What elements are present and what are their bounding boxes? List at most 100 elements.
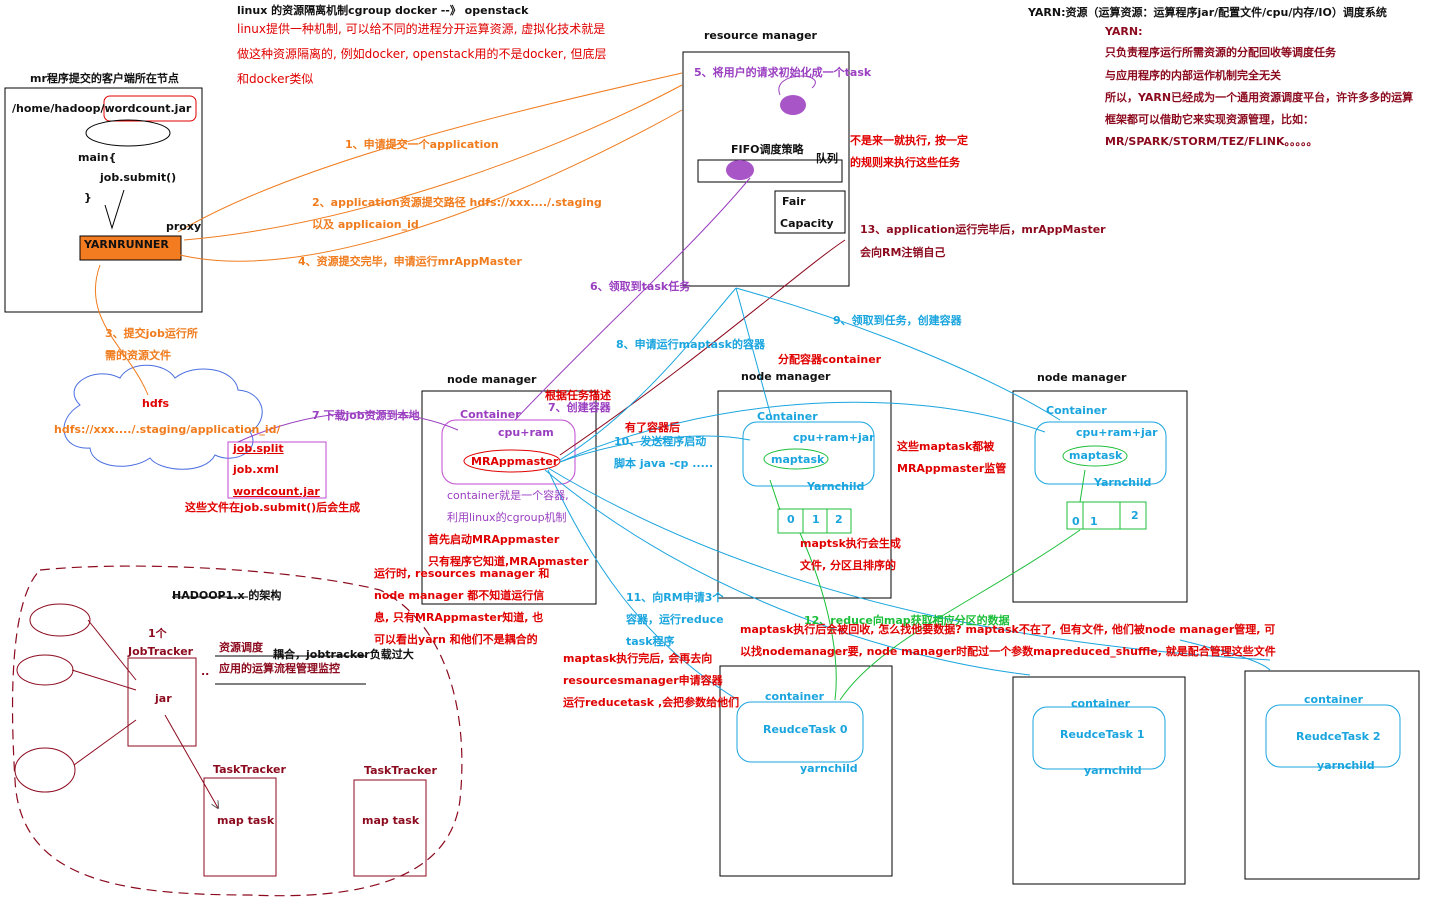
nm3-container-box [1034, 421, 1167, 485]
note-rules: 的规则来执行这些任务 [850, 156, 960, 169]
hdfs-path: hdfs://xxx..../.staging/application_id/ [54, 423, 281, 436]
reducer-2-yarnchild: yarnchild [1084, 764, 1142, 777]
tasktracker-2-label: TaskTracker [364, 764, 437, 777]
step9-line-a [735, 287, 773, 421]
node-manager-3-box [1012, 390, 1188, 603]
step-11a: 11、向RM申请3个 [626, 591, 724, 604]
hdfs-file-split: job.split [233, 442, 284, 455]
step-13a: 13、application运行完毕后，mrAppMaster [860, 223, 1106, 236]
nm3-cpu-ram-jar: cpu+ram+jar [1076, 426, 1158, 439]
hadoop1-title: HADOOP1.x 的架构 [172, 589, 282, 602]
nm3-partition-1: 1 [1090, 515, 1098, 528]
step3-line [94, 264, 149, 396]
nm1-title: node manager [447, 373, 537, 386]
nm2-maptask-ellipse [763, 448, 829, 470]
step-8: 8、申请运行maptask的容器 [616, 338, 765, 351]
note-monitor-1: 这些maptask都被 [897, 440, 995, 453]
note-runtime-4: 可以看出yarn 和他们不是耦合的 [374, 633, 538, 646]
nm2-title: node manager [741, 370, 831, 383]
hadoop1-dashed-outline [11, 565, 463, 897]
cgroup-line-1: linux提供一种机制, 可以给不同的进程分开运算资源, 虚拟化技术就是 [237, 22, 606, 36]
jobtracker-box [127, 657, 197, 747]
recycle-arrow [1179, 639, 1271, 671]
tasktracker-2-box [353, 779, 427, 877]
client-jar-path: /home/hadoop/wordcount.jar [12, 102, 192, 115]
note-maptask-done-3: 运行reducetask ,会把参数给他们 [563, 696, 740, 709]
cgroup-line-3: 和docker类似 [237, 72, 314, 86]
yarn-note-line-2: 只负责程序运行所需资源的分配回收等调度任务 [1105, 46, 1336, 59]
step2-line [183, 84, 683, 241]
node-manager-1-box [421, 390, 597, 605]
reducer-1-yarnchild: yarnchild [800, 762, 858, 775]
hdfs-file-xml: job.xml [233, 463, 279, 476]
note-maptask-done-2: resourcesmanager申请容器 [563, 674, 723, 687]
reducer-1-node-box [719, 665, 893, 877]
yarn-note-line-1: YARN: [1105, 25, 1143, 38]
reducer-3-task: ReudceTask 2 [1296, 730, 1381, 743]
note-first-1: 首先启动MRAppmaster [428, 533, 560, 546]
cgroup-title: linux 的资源隔离机制cgroup docker --》 openstack [237, 4, 529, 17]
nm2-cpu-ram-jar: cpu+ram+jar [793, 431, 875, 444]
hadoop1-link-2 [71, 669, 137, 691]
step-13b: 会向RM注销自己 [860, 246, 946, 259]
yarnrunner-box [79, 235, 182, 261]
nm1-container-box [441, 419, 576, 485]
note-not-first: 不是来一就执行, 按一定 [850, 134, 969, 147]
step9-line-b [735, 287, 1061, 421]
nm2-partition-0: 0 [787, 513, 795, 526]
reducer-3-node-box [1244, 670, 1420, 880]
client-job-submit: job.submit() [100, 171, 177, 184]
node-manager-2-box [717, 390, 892, 599]
task-init-arrow [778, 75, 816, 96]
yarn-note-line-5: 框架都可以借助它来实现资源管理，比如： [1105, 113, 1314, 126]
note-container-1: container就是一个容器, [447, 489, 569, 502]
jobtracker-jar: jar [155, 692, 172, 705]
step-7b: 7、创建容器 [548, 401, 611, 414]
hdfs-title: hdfs [142, 397, 170, 410]
fifo-queue-box [697, 159, 843, 183]
reducer-1-container [736, 701, 864, 763]
task-dot-upper [780, 95, 806, 115]
step-11b: 容器，运行reduce [626, 613, 724, 626]
note-files: 这些文件在job.submit()后会生成 [185, 501, 361, 514]
step13-line [559, 239, 846, 456]
reducer-2-container-label: container [1071, 697, 1131, 710]
maptask-to-partition-3 [1079, 469, 1086, 503]
wordcount-jar-highlight [103, 95, 197, 122]
step8-line [559, 287, 737, 461]
step-4: 4、资源提交完毕，申请运行mrAppMaster [298, 255, 522, 268]
hadoop1-coupled: 耦合，jobtracker负载过大 [273, 648, 414, 661]
submit-check-mark [104, 189, 125, 230]
mrappmaster-label: MRAppmaster [471, 455, 559, 468]
step-11c: task程序 [626, 635, 675, 648]
hadoop1-client-ellipse-1 [29, 603, 91, 637]
nm2-maptask-label: maptask [771, 453, 825, 466]
reducer-2-node-box [1012, 676, 1186, 885]
step-9: 9、领取到任务，创建容器 [833, 314, 962, 327]
yarn-note-line-3: 与应用程序的内部运作机制完全无关 [1105, 69, 1281, 82]
yarn-note-line-4: 所以，YARN已经成为一个通用资源调度平台，许许多多的运算 [1105, 91, 1414, 104]
note-maptask-output-1: maptsk执行会生成 [800, 537, 901, 550]
client-main: main{ [78, 151, 117, 164]
step-7a: 根据任务描述 [545, 389, 611, 402]
nm2-partition-1: 1 [812, 513, 820, 526]
note-recycle-1: maptask执行后会被回收, 怎么找他要数据? maptask不在了, 但有文… [740, 623, 1276, 636]
tasktracker-1-maptask: map task [217, 814, 275, 827]
reducer-3-container-label: container [1304, 693, 1364, 706]
nm3-title: node manager [1037, 371, 1127, 384]
step-10b: 10、发送程序启动 [614, 435, 707, 448]
resource-manager-title: resource manager [704, 29, 817, 42]
step7-download-line [237, 412, 459, 443]
nm1-cpu-ram: cpu+ram [498, 426, 554, 439]
tasktracker-1-box [203, 777, 277, 877]
step-3b: 需的资源文件 [105, 349, 171, 362]
reducer-2-task: ReudceTask 1 [1060, 728, 1145, 741]
hadoop1-link-3 [73, 719, 137, 766]
jobtracker-label: JobTracker [128, 645, 194, 658]
note-runtime-3: 息, 只有MRAppmaster知道, 也 [374, 611, 544, 624]
hadoop1-app-monitor: 应用的运算流程管理监控 [219, 662, 340, 675]
note-container-2: 利用linux的cgroup机制 [447, 511, 567, 524]
step-6: 6、领取到task任务 [590, 280, 691, 293]
step-2b: 以及 applicaion_id [312, 218, 419, 231]
maptask-to-partition-2 [769, 479, 781, 511]
